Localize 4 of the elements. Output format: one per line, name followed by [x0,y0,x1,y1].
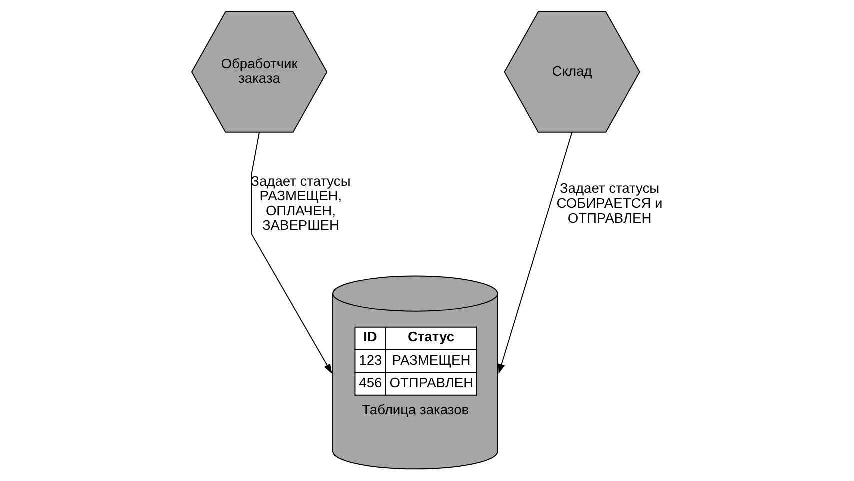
edge-label: Задает статусы РАЗМЕЩЕН, ОПЛАЧЕН, ЗАВЕРШЕН [251,172,351,234]
arrow [251,132,332,374]
arrow [498,132,573,374]
edge-label: Задает статусы СОБИРАЕТСЯ и ОТПРАВЛЕН [556,180,663,226]
